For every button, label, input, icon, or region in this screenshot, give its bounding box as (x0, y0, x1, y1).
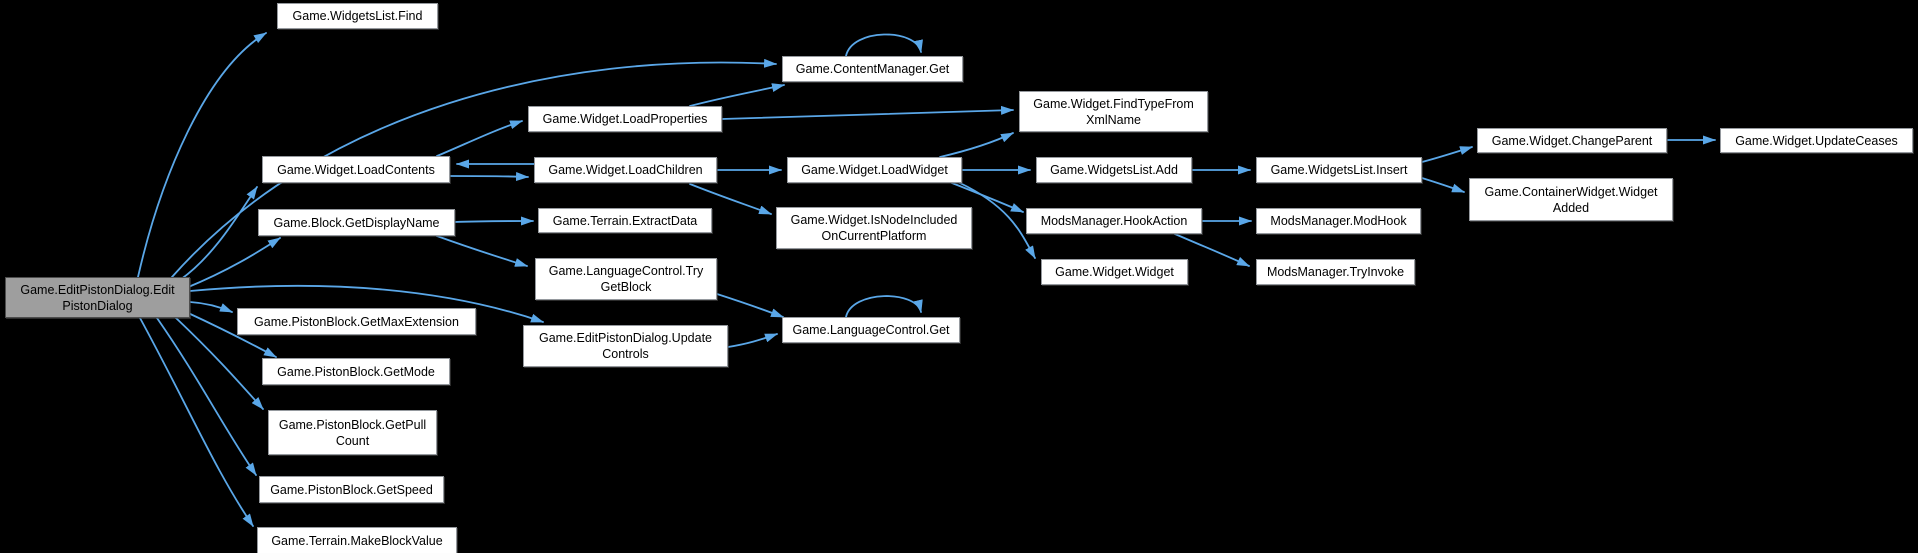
edge-loadcontents-loadproperties (436, 120, 523, 157)
edge-insert-widgetadded (1421, 177, 1465, 193)
node-widget-widget[interactable]: Game.Widget.Widget (1041, 259, 1188, 285)
node-widget-loadcontents[interactable]: Game.Widget.LoadContents (262, 156, 450, 183)
node-widgetslist-find[interactable]: Game.WidgetsList.Find (277, 3, 438, 29)
edge-root-widgetslist-find (137, 32, 267, 278)
edge-getdisplayname-extractdata (454, 216, 534, 226)
edge-insert-changeparent (1421, 146, 1473, 163)
node-widget-loadwidget[interactable]: Game.Widget.LoadWidget (787, 157, 962, 183)
edge-getdisplayname-trygetblock (436, 235, 528, 267)
node-terrain-extractdata[interactable]: Game.Terrain.ExtractData (538, 208, 712, 233)
edge-updatecontrols-languagecontrol-get (727, 333, 778, 348)
page-bottom-strip (0, 553, 1918, 560)
node-block-getdisplayname[interactable]: Game.Block.GetDisplayName (258, 209, 455, 236)
node-widget-isnodeincludedoncurrentplatform[interactable]: Game.Widget.IsNodeIncluded OnCurrentPlat… (776, 207, 972, 249)
node-editpistondialog-editpistondialog: Game.EditPistonDialog.Edit PistonDialog (5, 277, 190, 318)
node-widgetslist-add[interactable]: Game.WidgetsList.Add (1036, 157, 1192, 183)
node-pistonblock-getpullcount[interactable]: Game.PistonBlock.GetPull Count (268, 410, 437, 455)
node-widgetslist-insert[interactable]: Game.WidgetsList.Insert (1256, 157, 1422, 183)
edge-contentmanager-get-self-loop (845, 33, 923, 57)
edge-root-terrain-makeblockvalue (139, 317, 254, 527)
edge-root-widget-loadcontents (179, 186, 258, 281)
node-languagecontrol-trygetblock[interactable]: Game.LanguageControl.Try GetBlock (535, 258, 717, 300)
edge-loadwidget-findtypefromxmlname (939, 132, 1014, 158)
edge-loadproperties-findtypefromxmlname (721, 105, 1014, 120)
edge-root-block-getdisplayname (185, 237, 281, 289)
node-widget-loadproperties[interactable]: Game.Widget.LoadProperties (528, 106, 722, 132)
node-pistonblock-getmode[interactable]: Game.PistonBlock.GetMode (262, 358, 450, 385)
node-widget-updateceases[interactable]: Game.Widget.UpdateCeases (1720, 128, 1913, 153)
node-terrain-makeblockvalue[interactable]: Game.Terrain.MakeBlockValue (257, 527, 457, 554)
edge-root-pistonblock-getspeed (156, 317, 257, 476)
edge-trygetblock-languagecontrol-get (716, 293, 784, 318)
edge-loadproperties-contentmanager-get (689, 83, 785, 107)
edge-loadcontents-loadchildren (449, 172, 529, 182)
node-editpistondialog-updatecontrols[interactable]: Game.EditPistonDialog.Update Controls (523, 325, 728, 367)
node-contentmanager-get[interactable]: Game.ContentManager.Get (782, 56, 963, 82)
node-widget-loadchildren[interactable]: Game.Widget.LoadChildren (534, 157, 717, 183)
node-widget-changeparent[interactable]: Game.Widget.ChangeParent (1477, 128, 1667, 153)
node-pistonblock-getspeed[interactable]: Game.PistonBlock.GetSpeed (259, 476, 444, 503)
node-languagecontrol-get[interactable]: Game.LanguageControl.Get (782, 317, 960, 343)
node-pistonblock-getmaxextension[interactable]: Game.PistonBlock.GetMaxExtension (237, 308, 476, 335)
edge-root-pistonblock-getmaxextension (189, 301, 233, 313)
node-modsmanager-hookaction[interactable]: ModsManager.HookAction (1026, 208, 1202, 234)
node-widget-findtypefromxmlname[interactable]: Game.Widget.FindTypeFrom XmlName (1019, 91, 1208, 132)
edge-languagecontrol-get-self-loop (845, 295, 923, 318)
node-modsmanager-tryinvoke[interactable]: ModsManager.TryInvoke (1256, 259, 1415, 285)
node-containerwidget-widgetadded[interactable]: Game.ContainerWidget.Widget Added (1469, 178, 1673, 221)
node-modsmanager-modhook[interactable]: ModsManager.ModHook (1256, 208, 1421, 234)
